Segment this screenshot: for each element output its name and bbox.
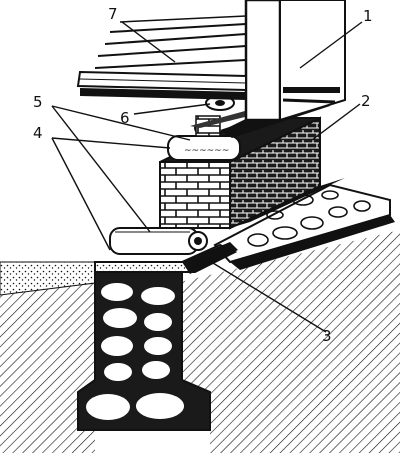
callout-1: 1	[363, 7, 373, 25]
callout-4: 4	[33, 124, 43, 142]
callout-2: 2	[361, 92, 371, 110]
callout-5: 5	[33, 93, 43, 111]
svg-text:~~~~~~: ~~~~~~	[184, 146, 229, 156]
rubble-stone-foundation	[77, 271, 211, 431]
callout-leader-lines	[51, 21, 363, 333]
brick-plinth	[159, 116, 345, 230]
floor-boards	[76, 15, 247, 100]
gravel-blind-area	[213, 183, 395, 270]
callout-6: 6	[120, 109, 130, 127]
callout-7: 7	[108, 5, 118, 23]
timber-wall-column	[244, 0, 346, 122]
lower-roll-waterproofing	[109, 227, 208, 255]
foundation-cap-waterproofing	[94, 242, 238, 274]
callout-3: 3	[322, 327, 332, 345]
